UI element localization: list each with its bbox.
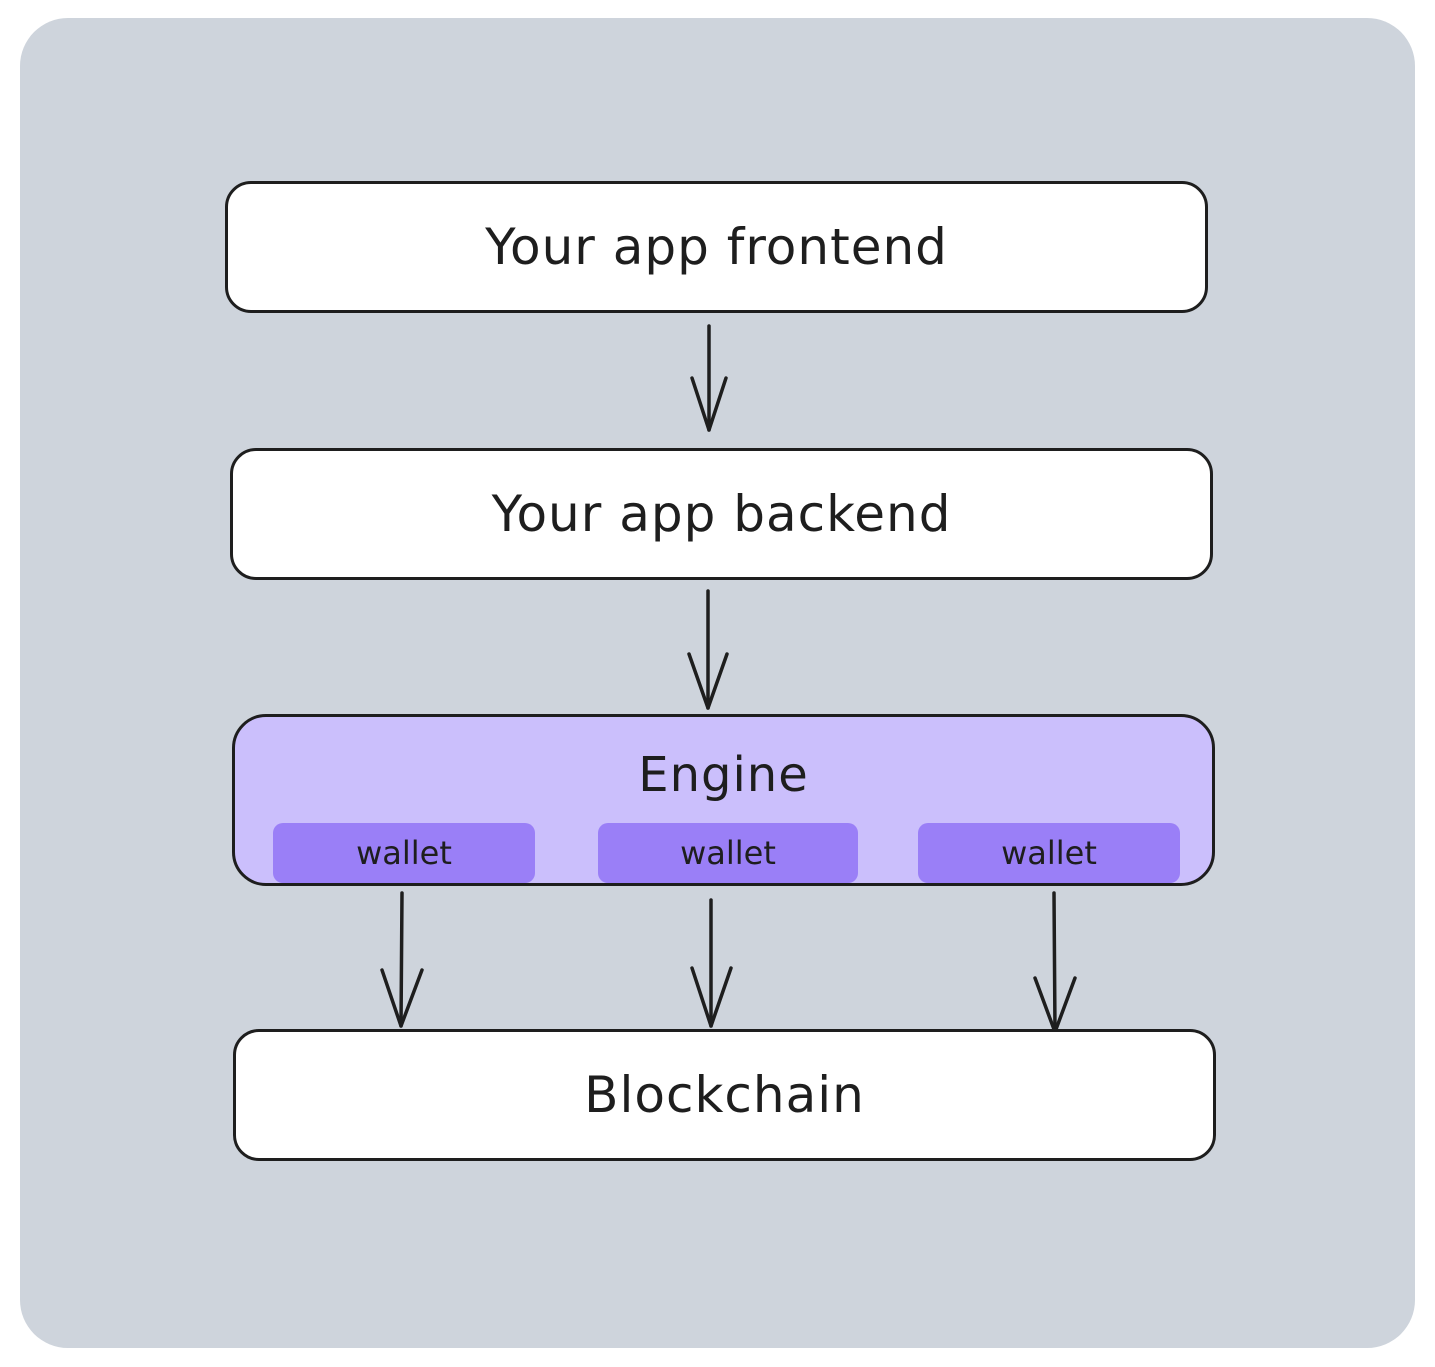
engine-label: Engine: [638, 747, 809, 803]
node-blockchain: Blockchain: [233, 1029, 1216, 1161]
node-app-frontend: Your app frontend: [225, 181, 1208, 313]
wallet-label: wallet: [1001, 834, 1097, 872]
wallet-node-1: wallet: [273, 823, 535, 883]
node-label: Your app backend: [491, 485, 952, 543]
wallet-label: wallet: [356, 834, 452, 872]
wallet-label: wallet: [680, 834, 776, 872]
wallet-node-2: wallet: [598, 823, 858, 883]
node-label: Blockchain: [584, 1066, 865, 1124]
node-label: Your app frontend: [485, 218, 948, 276]
node-app-backend: Your app backend: [230, 448, 1213, 580]
wallet-node-3: wallet: [918, 823, 1180, 883]
